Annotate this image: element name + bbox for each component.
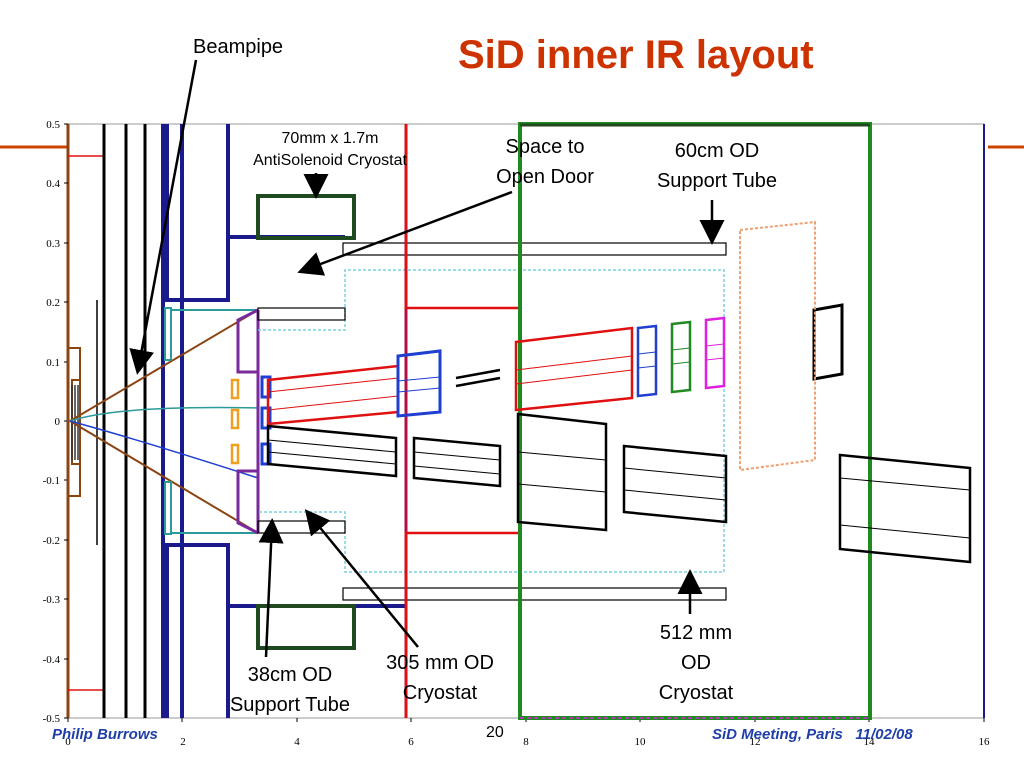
y-tick: -0.3 — [43, 594, 61, 606]
y-tick: 0.3 — [46, 238, 60, 250]
x-tick-labels: 0 2 4 6 8 10 12 14 16 — [65, 736, 990, 748]
lower-black-module-lines — [267, 439, 971, 539]
upper-blue-module — [396, 349, 442, 418]
label-space-door-line2: Open Door — [496, 166, 594, 188]
salmon-dotted-outline — [739, 220, 816, 472]
label-antisolenoid: 70mm x 1.7m AntiSolenoid Cryostat — [228, 128, 432, 172]
label-cryo305: 305 mm OD Cryostat — [362, 648, 518, 708]
arrow-cryo305 — [304, 509, 419, 648]
x-tick: 16 — [979, 736, 991, 748]
red-door-lines — [404, 124, 520, 718]
footer-place: SiD Meeting, Paris — [712, 726, 843, 743]
y-tick: 0.5 — [46, 119, 60, 131]
upper-forward-modules — [636, 316, 726, 398]
x-tick: 4 — [294, 736, 300, 748]
label-tube38-line1: 38cm OD — [247, 664, 333, 686]
arrow-space-door — [297, 190, 513, 276]
x-tick: 14 — [864, 736, 876, 748]
label-tube38: 38cm OD Support Tube — [206, 660, 374, 720]
arrow-beampipe — [129, 59, 198, 375]
label-tube60-line1: 60cm OD — [674, 140, 760, 162]
slide-title: SiD inner IR layout — [458, 33, 814, 77]
orange-parts — [230, 378, 240, 465]
label-antisolenoid-line1: 70mm x 1.7m — [281, 130, 379, 147]
y-tick: 0.4 — [46, 178, 60, 190]
support-tubes — [257, 242, 727, 601]
y-tick: 0 — [55, 416, 61, 428]
purple-brackets — [236, 308, 260, 535]
x-tick: 12 — [750, 736, 761, 748]
upper-forward-lines — [637, 343, 725, 369]
label-cryo512-line3: Cryostat — [658, 682, 734, 704]
label-space-door: Space to Open Door — [470, 132, 620, 192]
upper-red-modules — [266, 326, 634, 426]
footer-author: Philip Burrows — [52, 726, 158, 743]
label-cryo512-line2: OD — [681, 652, 711, 674]
y-tick: -0.5 — [43, 713, 61, 725]
page-number: 20 — [486, 724, 504, 741]
plot-frame — [67, 123, 985, 719]
y-tick: 0.2 — [46, 297, 60, 309]
y-tick: -0.1 — [43, 475, 60, 487]
label-space-door-line1: Space to — [505, 136, 585, 158]
upper-red-module-lines — [267, 355, 633, 411]
lower-black-modules — [266, 412, 972, 564]
blue-parts — [260, 375, 272, 466]
navy-walls — [161, 124, 406, 718]
x-tick: 6 — [408, 736, 414, 748]
label-cryo512-line1: 512 mm — [659, 622, 733, 644]
arrow-tube38 — [258, 518, 284, 658]
x-tick: 10 — [635, 736, 647, 748]
mask-lines — [102, 124, 147, 718]
beampipe-cone — [69, 309, 259, 534]
footer-date: 11/02/08 — [855, 726, 913, 743]
label-beampipe: Beampipe — [193, 32, 283, 62]
upper-blue-lines — [397, 376, 441, 393]
x-tick: 2 — [180, 736, 186, 748]
label-arrows — [129, 59, 725, 658]
teal-flanges — [164, 307, 258, 535]
label-tube60-line2: Support Tube — [656, 170, 778, 192]
x-tick: 0 — [65, 736, 71, 748]
label-cryo305-line2: Cryostat — [402, 682, 478, 704]
label-tube60: 60cm OD Support Tube — [632, 136, 802, 196]
wall-stubs — [68, 155, 104, 691]
footer-event: SiD Meeting, Paris 11/02/08 — [712, 726, 913, 743]
x-tick: 8 — [523, 736, 529, 748]
y-tick: -0.4 — [43, 654, 61, 666]
y-tick: -0.2 — [43, 535, 60, 547]
label-tube38-line2: Support Tube — [229, 694, 351, 716]
y-tick: 0.1 — [46, 357, 60, 369]
label-cryo512: 512 mm OD Cryostat — [628, 618, 764, 708]
antisolenoid-cryostats — [256, 194, 356, 650]
far-forward-module — [812, 303, 844, 381]
cryostat-305 — [258, 269, 725, 573]
label-antisolenoid-line2: AntiSolenoid Cryostat — [253, 152, 407, 169]
label-beampipe-text: Beampipe — [193, 36, 284, 58]
gap-lines — [455, 368, 501, 388]
y-tick-labels: 0.5 0.4 0.3 0.2 0.1 0 -0.1 -0.2 -0.3 -0.… — [43, 119, 61, 725]
label-cryo305-line1: 305 mm OD — [386, 652, 494, 674]
